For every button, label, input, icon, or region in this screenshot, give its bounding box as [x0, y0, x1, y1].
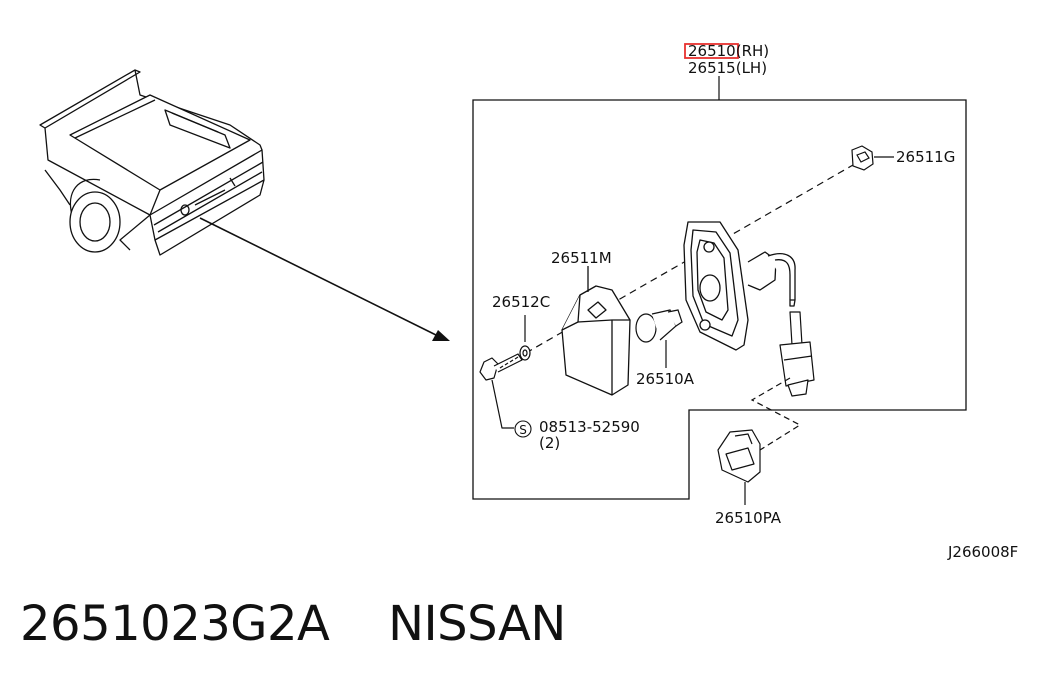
location-arrow	[199, 217, 450, 341]
bulb-26510a-part	[635, 309, 683, 368]
label-washer: 26512C	[492, 293, 550, 311]
caption-part-number: 2651023G2A	[20, 596, 330, 652]
screw-symbol: S	[519, 423, 527, 437]
drawing-code: J266008F	[947, 543, 1018, 561]
screw-symbol-circle	[514, 420, 532, 438]
lens-26511m-part	[561, 266, 631, 396]
socket-26510pa-part	[717, 429, 761, 505]
label-lh-part: 26515(LH)	[688, 59, 767, 77]
caption: 2651023G2A NISSAN	[20, 596, 566, 652]
connector-part	[779, 311, 815, 397]
screw-part	[479, 353, 523, 429]
caption-brand: NISSAN	[388, 596, 566, 652]
lamp-housing-part	[683, 221, 796, 351]
label-screw-qty: (2)	[539, 434, 560, 452]
label-socket: 26510PA	[715, 509, 782, 527]
label-screw: 08513-52590	[539, 418, 640, 436]
clip-26511g-part	[851, 145, 894, 171]
highlight-box	[684, 43, 739, 59]
label-rh-part: 26510(RH)	[688, 42, 769, 60]
truck-bed-illustration	[39, 69, 265, 256]
harness-dashed-line	[750, 377, 802, 451]
label-clip: 26511G	[896, 148, 955, 166]
label-bulb: 26510A	[636, 370, 695, 388]
assembly-outline-box	[472, 99, 967, 500]
label-lens: 26511M	[551, 249, 612, 267]
washer-26512c-part	[519, 315, 531, 361]
